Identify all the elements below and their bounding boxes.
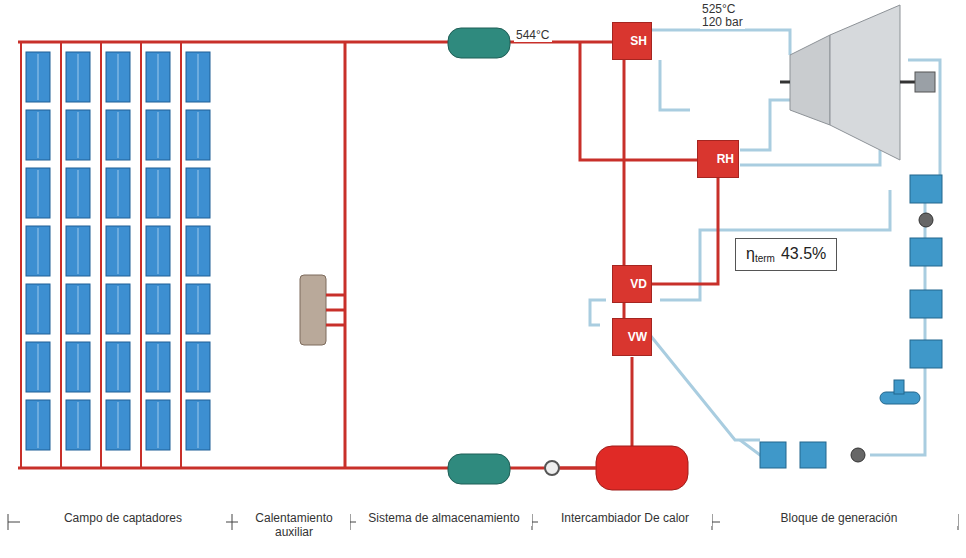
salt-pipe: [652, 178, 718, 284]
auxiliary-heater: [300, 275, 345, 345]
hot-header: [18, 41, 600, 44]
pump-symbol: [919, 213, 933, 227]
salt-vessel: [596, 446, 688, 490]
salt-pipe: [623, 60, 626, 265]
cold-header: [18, 467, 600, 470]
exchanger-label: VD: [630, 277, 647, 291]
salt-pipe: [624, 303, 625, 318]
heat-exchanger: SH: [612, 22, 652, 60]
pump-symbol: [851, 448, 865, 462]
collector-field: [21, 42, 210, 468]
exchanger-label: SH: [630, 34, 647, 48]
salt-pipe: [624, 60, 625, 265]
salt-pipe: [652, 178, 718, 284]
condition-label: 525°C: [700, 2, 738, 16]
cold-return: [631, 357, 634, 446]
efficiency-box: ηterm 43.5%: [735, 238, 837, 271]
exchanger-label: RH: [717, 152, 734, 166]
heat-exchanger: VW: [612, 318, 652, 356]
section-label: Intercambiador De calor: [538, 512, 712, 526]
salt-pipe: [623, 303, 626, 318]
section-label: Sistema de almacenamiento: [356, 512, 532, 526]
section-label: Campo de captadores: [20, 512, 226, 526]
hot-pipe: [600, 41, 612, 44]
heat-exchanger: VD: [612, 265, 652, 303]
cold-tank: [448, 454, 510, 484]
pump-symbol: [545, 461, 559, 475]
section-label: Bloque de generación: [720, 512, 958, 526]
feedwater-heaters: [760, 175, 942, 468]
heat-exchanger: RH: [697, 140, 739, 178]
efficiency-text: η: [746, 245, 755, 262]
section-label: Calentamiento auxiliar: [238, 512, 350, 540]
deaerator: [880, 380, 920, 404]
exchanger-label: VW: [628, 330, 647, 344]
efficiency-text: term: [755, 253, 775, 264]
cold-pipe: [560, 467, 596, 470]
bypass-pipe: [344, 42, 347, 468]
condition-label: 120 bar: [700, 15, 745, 29]
condition-label: 544°C: [514, 28, 552, 42]
turbine: [780, 5, 935, 160]
efficiency-text: 43.5%: [781, 245, 826, 262]
hot-tank: [448, 28, 510, 58]
